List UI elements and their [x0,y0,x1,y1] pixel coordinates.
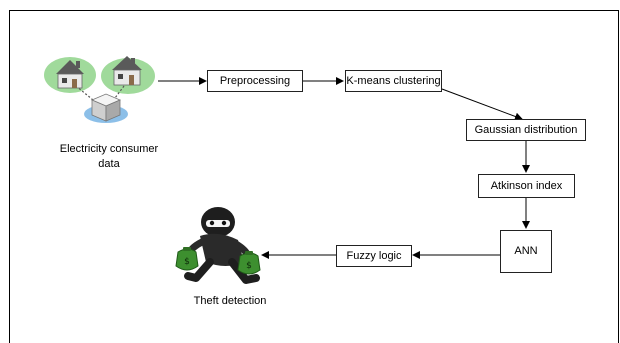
atkinson-index-box: Atkinson index [478,174,575,198]
ann-box: ANN [500,230,552,273]
source-caption-line2: data [98,157,120,170]
house-right-icon [112,56,142,86]
svg-text:$: $ [184,257,190,267]
svg-text:$: $ [246,261,252,271]
money-bag-left-icon: $ [175,247,199,271]
arrow-kmeans-to-gaussian [441,88,523,121]
preprocessing-box: Preprocessing [207,70,303,92]
theft-detection-caption: Theft detection [193,295,267,307]
source-caption: Electricity consumer data [44,142,174,172]
house-left-icon [56,60,84,89]
diagram-frame [9,10,619,343]
money-bag-right-icon: $ [237,251,261,275]
source-caption-line1: Electricity consumer [59,143,159,155]
kmeans-clustering-box: K-means clustering [345,70,442,92]
fuzzy-logic-box: Fuzzy logic [336,245,412,267]
gaussian-distribution-box: Gaussian distribution [466,119,586,141]
meter-box-icon [90,93,122,122]
